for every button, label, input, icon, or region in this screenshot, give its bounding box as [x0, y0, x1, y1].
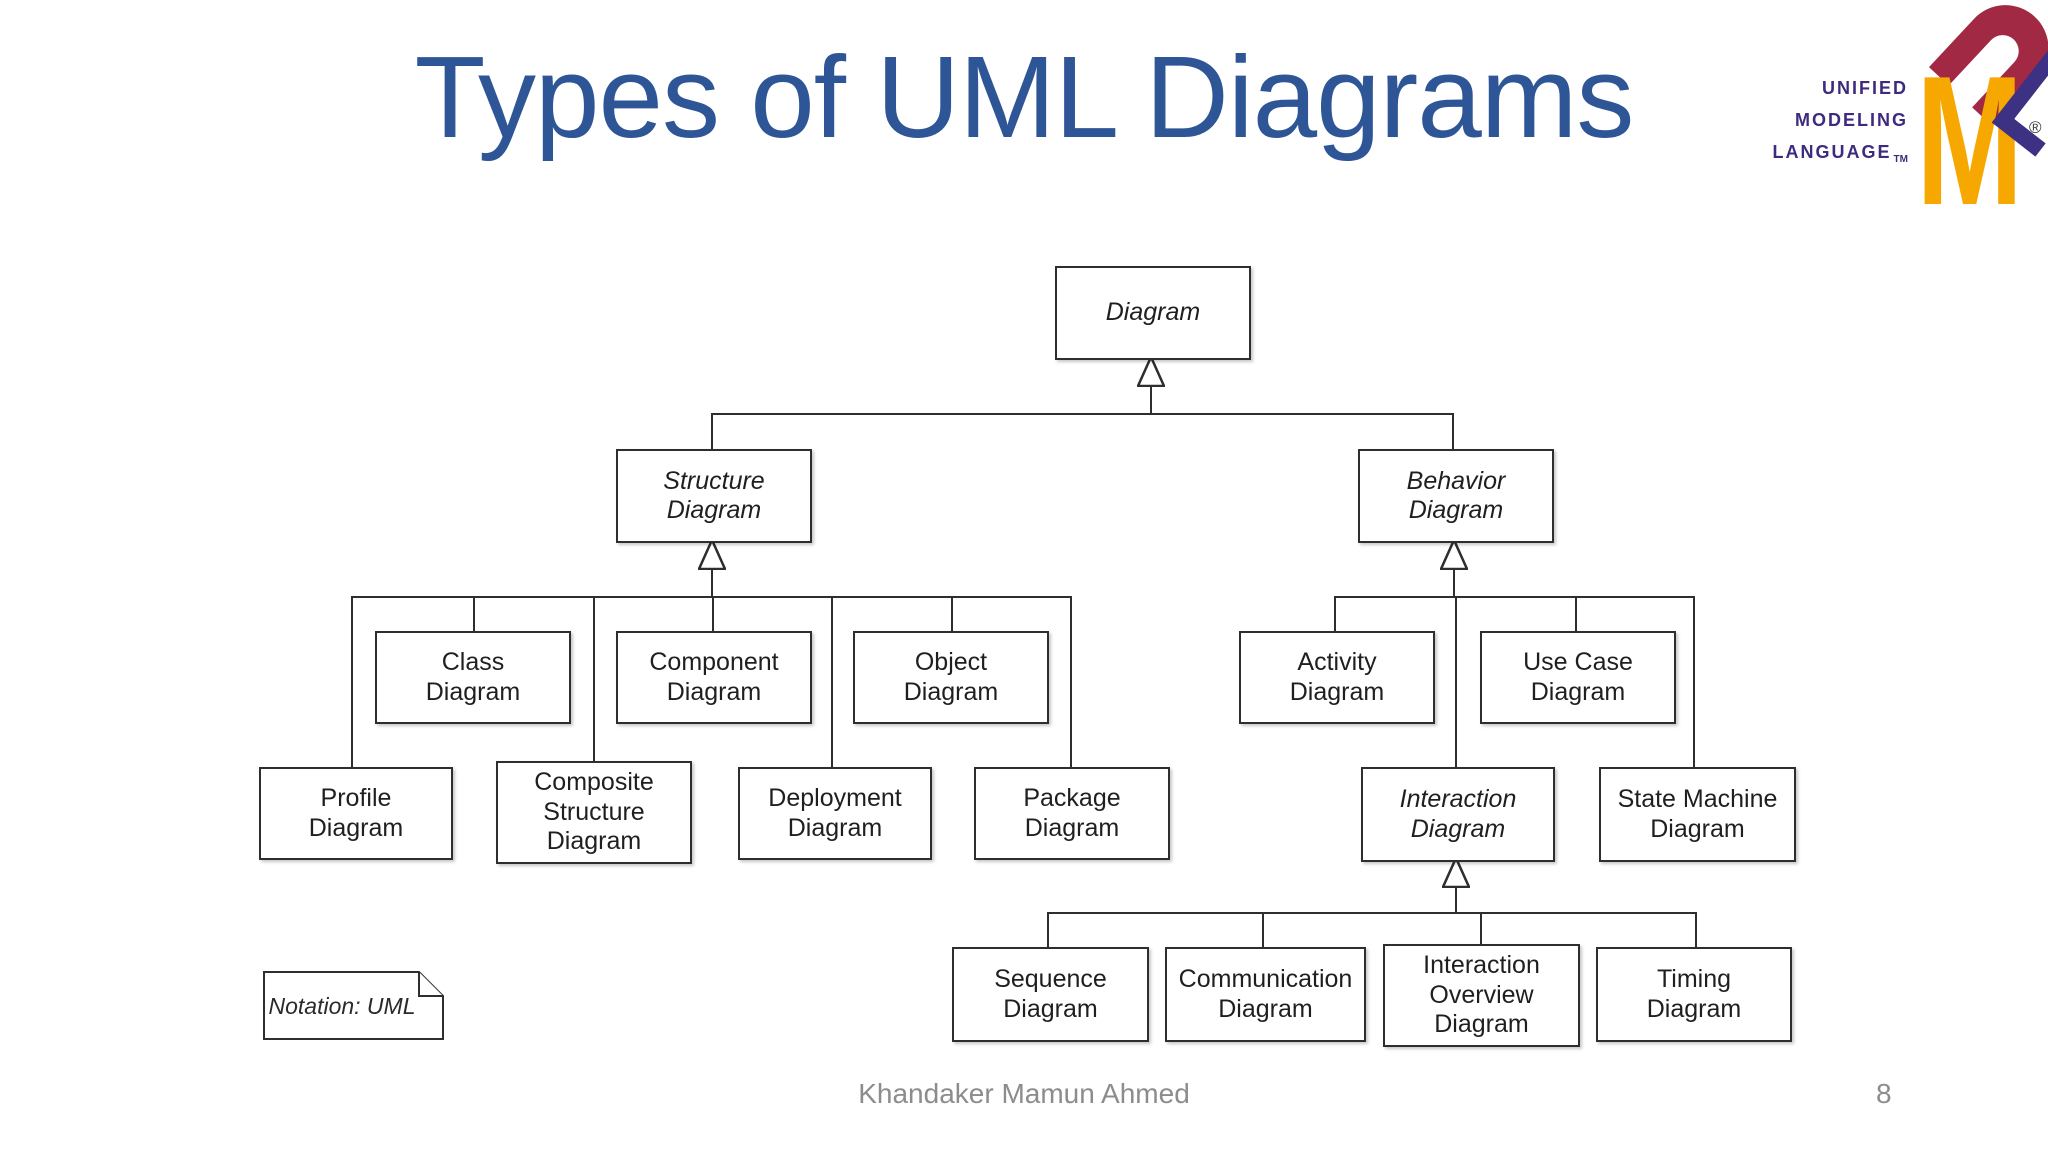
footer-author: Khandaker Mamun Ahmed	[858, 1078, 1190, 1109]
node-deployment-diagram: Deployment Diagram	[738, 767, 932, 860]
node-interaction-overview-diagram: Interaction Overview Diagram	[1383, 944, 1580, 1047]
node-interaction-diagram: Interaction Diagram	[1361, 767, 1555, 862]
connector-line	[593, 596, 595, 762]
connector-line	[1150, 385, 1152, 414]
connector-line	[711, 413, 713, 451]
trademark-symbol: TM	[1893, 154, 1908, 165]
node-communication-diagram: Communication Diagram	[1165, 947, 1366, 1042]
connector-line	[1455, 886, 1457, 913]
node-use-case-diagram: Use Case Diagram	[1480, 631, 1676, 724]
node-composite-structure-diagram: Composite Structure Diagram	[496, 761, 692, 864]
uml-logo-icon: M L	[1916, 5, 2048, 218]
node-structure-diagram: Structure Diagram	[616, 449, 812, 543]
connector-line	[351, 596, 353, 768]
node-component-diagram: Component Diagram	[616, 631, 812, 724]
node-package-diagram: Package Diagram	[974, 767, 1170, 860]
page-title: Types of UML Diagrams	[414, 32, 1635, 162]
connector-line	[1452, 413, 1454, 451]
connector-line	[473, 596, 475, 632]
connector-line	[351, 596, 1072, 598]
generalization-arrow-icon	[1440, 539, 1468, 570]
node-profile-diagram: Profile Diagram	[259, 767, 453, 860]
note-label: Notation: UML	[268, 992, 416, 1019]
node-timing-diagram: Timing Diagram	[1596, 947, 1792, 1042]
connector-line	[1334, 596, 1695, 598]
node-diagram: Diagram	[1055, 266, 1251, 360]
connector-line	[711, 413, 1454, 415]
connector-line	[951, 596, 953, 632]
connector-line	[831, 596, 833, 768]
generalization-arrow-icon	[698, 539, 726, 570]
connector-line	[1480, 912, 1482, 945]
node-sequence-diagram: Sequence Diagram	[952, 947, 1149, 1042]
registered-symbol: ®	[2029, 118, 2042, 137]
note-shape	[263, 971, 444, 1040]
footer-page-number: 8	[1876, 1078, 1892, 1109]
connector-line	[1453, 568, 1455, 598]
connector-line	[1070, 596, 1072, 768]
note-fold-icon	[418, 972, 443, 997]
logo-letter-m: M	[1916, 37, 2023, 218]
node-object-diagram: Object Diagram	[853, 631, 1049, 724]
logo-line-modeling: MODELING	[1795, 110, 1908, 130]
connector-line	[1262, 912, 1264, 948]
connector-line	[1047, 912, 1697, 914]
node-activity-diagram: Activity Diagram	[1239, 631, 1435, 724]
connector-line	[712, 596, 714, 632]
logo-letter-u-shape	[1928, 5, 2048, 126]
connector-line	[1695, 912, 1697, 948]
connector-line	[1334, 596, 1336, 632]
generalization-arrow-icon	[1137, 356, 1165, 387]
connector-line	[1575, 596, 1577, 632]
logo-line-unified: UNIFIED	[1822, 78, 1908, 98]
connector-line	[1455, 596, 1457, 768]
connector-line	[1047, 912, 1049, 948]
node-behavior-diagram: Behavior Diagram	[1358, 449, 1554, 543]
node-state-machine-diagram: State Machine Diagram	[1599, 767, 1796, 862]
connector-line	[711, 568, 713, 598]
node-class-diagram: Class Diagram	[375, 631, 571, 724]
connector-line	[1693, 596, 1695, 768]
